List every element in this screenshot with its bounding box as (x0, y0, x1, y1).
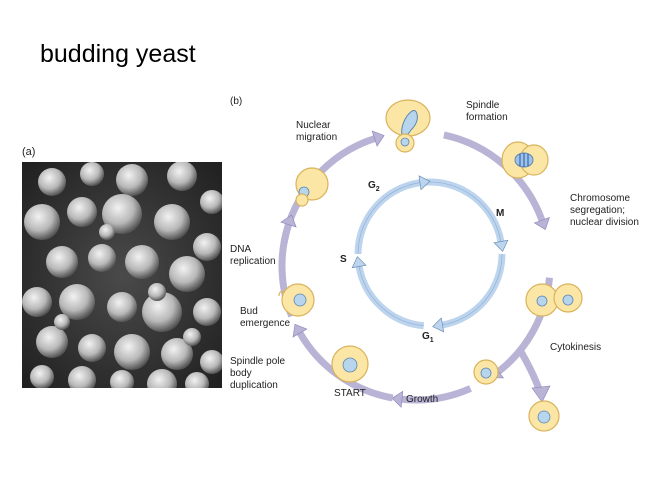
label-dna-replication: DNA replication (230, 244, 276, 267)
yeast-cell (110, 370, 134, 388)
yeast-cell (68, 366, 96, 388)
yeast-cell (147, 369, 177, 388)
label-growth: Growth (406, 394, 438, 405)
yeast-cell (88, 244, 116, 272)
cell-start (331, 345, 369, 383)
yeast-cell (102, 194, 142, 234)
svg-text:Nuclear: Nuclear (296, 120, 331, 131)
yeast-cell (36, 326, 68, 358)
outer-arrowhead (280, 214, 297, 228)
yeast-cell (125, 245, 159, 279)
svg-text:duplication: duplication (230, 380, 278, 391)
branch-arrowhead (531, 385, 551, 403)
yeast-cell (148, 283, 166, 301)
branch-arrow (516, 348, 544, 394)
yeast-cell (169, 256, 205, 292)
cell-bud-emergence (278, 283, 315, 317)
yeast-cell (200, 190, 222, 214)
yeast-cell (114, 334, 150, 370)
cell-growth (473, 359, 499, 385)
yeast-cell (154, 204, 190, 240)
yeast-cell (67, 197, 97, 227)
label-nuclear-migration: Nuclear migration (296, 120, 337, 143)
svg-text:Spindle pole: Spindle pole (230, 356, 285, 367)
label-chromosome-segregation: Chromosome segregation; nuclear division (570, 193, 639, 228)
phase-m-label: M (496, 208, 504, 219)
yeast-cell (116, 164, 148, 196)
cell-daughter (528, 400, 560, 432)
label-bud-emergence: Bud emergence (240, 306, 290, 329)
cell-nuclear-migration (295, 167, 329, 207)
yeast-cell (30, 365, 54, 388)
phase-s-label: S (340, 254, 347, 265)
yeast-cell (38, 168, 66, 196)
panel-a-label: (a) (22, 146, 36, 158)
outer-arrowhead (371, 130, 385, 147)
yeast-cell (161, 338, 193, 370)
yeast-cell (183, 328, 201, 346)
svg-text:Spindle: Spindle (466, 100, 500, 111)
yeast-cell (99, 224, 115, 240)
inner-arrow-outline (358, 266, 424, 327)
inner-arrow-segment (355, 265, 425, 330)
inner-arrowhead (418, 175, 431, 191)
svg-text:Bud: Bud (240, 306, 258, 317)
svg-text:replication: replication (230, 256, 276, 267)
inner-arrowhead (351, 256, 367, 269)
yeast-cell (54, 314, 70, 330)
yeast-cell (59, 284, 95, 320)
svg-text:emergence: emergence (240, 318, 290, 329)
label-spindle-pole-body-duplication: Spindle pole body duplication (230, 356, 285, 391)
outer-arrowhead (292, 323, 308, 338)
yeast-cell (193, 298, 221, 326)
inner-arrow-outline (357, 182, 421, 255)
inner-arrow-outline (423, 181, 502, 242)
cell-top (385, 99, 431, 153)
label-spindle-formation: Spindle formation (466, 100, 508, 123)
outer-arrow-segment (401, 385, 472, 404)
label-cytokinesis: Cytokinesis (550, 342, 601, 353)
outer-arrowhead (391, 390, 404, 408)
yeast-micrograph (22, 162, 222, 388)
outer-arrowhead (533, 216, 550, 231)
inner-arrow-segment (423, 178, 505, 243)
yeast-cell (185, 372, 209, 388)
slide-title: budding yeast (40, 40, 196, 68)
yeast-cell (78, 334, 106, 362)
svg-text:Chromosome: Chromosome (570, 193, 630, 204)
cell-nuclear-division (501, 141, 549, 179)
yeast-cell (142, 292, 182, 332)
yeast-cell (46, 246, 78, 278)
phase-g1-label: G1 (422, 331, 434, 344)
label-start: START (334, 388, 366, 399)
yeast-cell (80, 162, 104, 186)
yeast-cell (167, 162, 197, 191)
svg-text:segregation;: segregation; (570, 205, 625, 216)
inner-cycle-arrows (351, 175, 509, 333)
phase-g2-label: G2 (368, 180, 380, 193)
yeast-cell (200, 350, 222, 374)
svg-text:formation: formation (466, 112, 508, 123)
yeast-cell (193, 233, 221, 261)
yeast-cell (107, 292, 137, 322)
cell-segregated (525, 283, 583, 317)
yeast-cell (24, 204, 60, 240)
svg-text:body: body (230, 368, 252, 379)
cell-cycle-diagram: (b) G2 M S G1 (230, 96, 639, 432)
panel-b-label: (b) (230, 96, 242, 107)
svg-text:DNA: DNA (230, 244, 251, 255)
inner-arrow-outline (442, 253, 503, 326)
svg-text:nuclear division: nuclear division (570, 217, 639, 228)
cell-stages (278, 99, 583, 432)
inner-arrowhead (432, 317, 445, 333)
svg-text:migration: migration (296, 132, 337, 143)
inner-arrowhead (493, 239, 509, 252)
yeast-cell (22, 287, 52, 317)
